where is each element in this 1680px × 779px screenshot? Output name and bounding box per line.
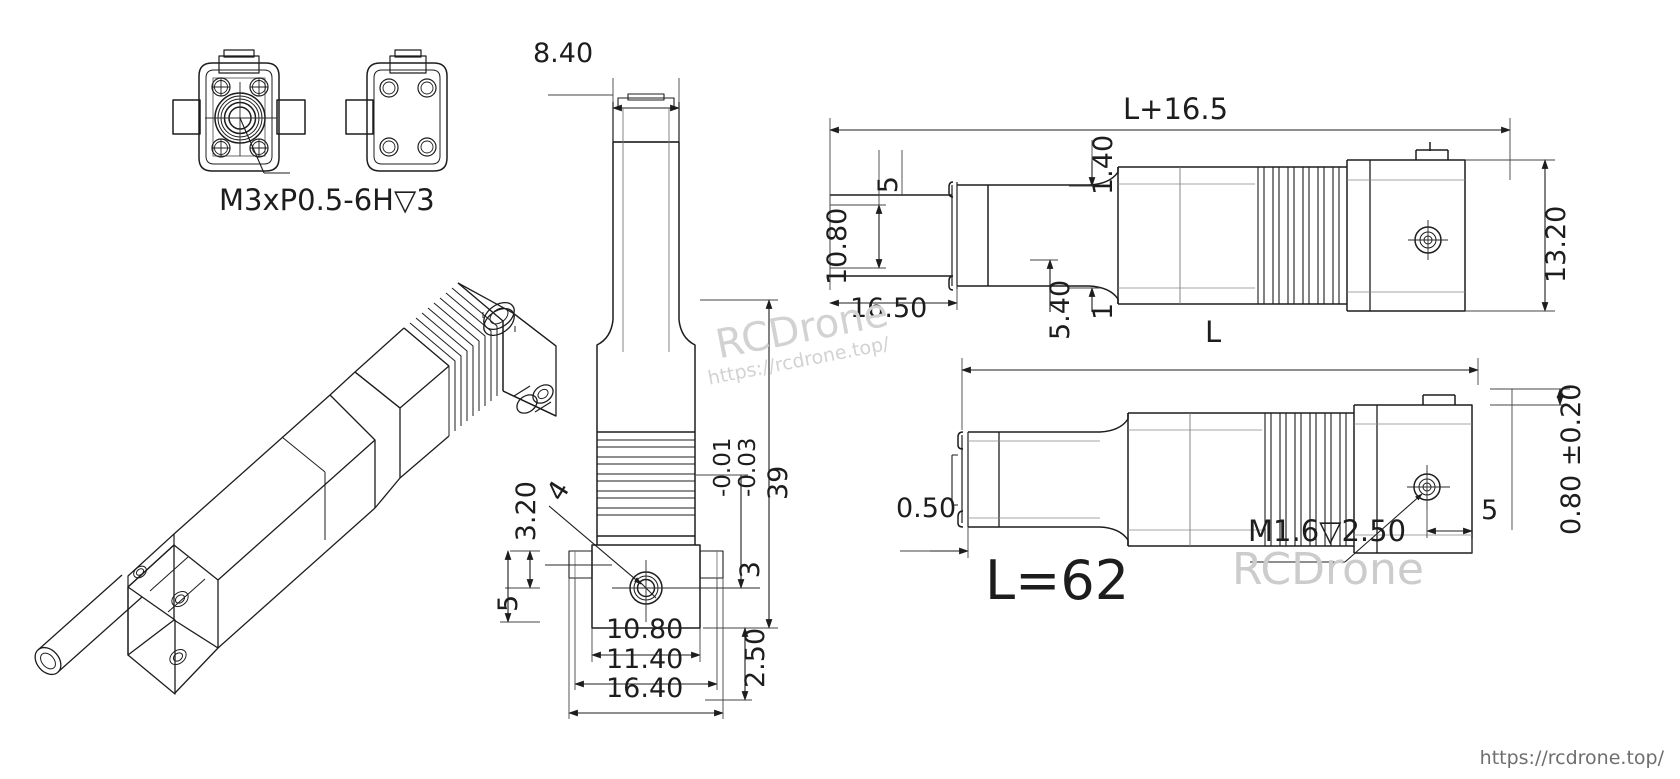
dim-10-80-bottom: 10.80 xyxy=(606,614,684,645)
length-note: L=62 xyxy=(985,549,1130,612)
side-view-top-geometry xyxy=(829,118,1555,312)
dim-phi-3: 3 xyxy=(735,561,766,585)
dim-8-40: 8.40 xyxy=(533,38,594,69)
dim-5-left: 5 xyxy=(493,594,524,612)
thread-callout-bottom: M1.6▽2.50 xyxy=(1248,514,1407,548)
dim-L: L xyxy=(1205,315,1222,349)
side-view-bottom-geometry xyxy=(900,358,1570,563)
dim-phi-5: 5 xyxy=(873,176,904,200)
dim-13-20: 13.20 xyxy=(1541,205,1572,283)
dim-0-50: 0.50 xyxy=(896,493,957,524)
dim-3-20: 3.20 xyxy=(511,481,542,548)
dim-10-80-left: 10.80 xyxy=(822,207,853,285)
tol-lower: -0.03 xyxy=(735,437,761,497)
dim-1-40: 1.40 xyxy=(1088,134,1119,195)
dim-0-80-tol: 0.80 ±0.20 xyxy=(1556,383,1587,535)
dim-5-40: 5.40 xyxy=(1045,279,1076,340)
thread-callout-top: M3xP0.5-6H▽3 xyxy=(219,183,435,217)
dim-2-50: 2.50 xyxy=(740,627,771,688)
dim-1: 1 xyxy=(1088,302,1119,320)
dim-11-40: 11.40 xyxy=(606,644,684,675)
tol-upper: -0.01 xyxy=(710,437,736,497)
dim-5-right: 5 xyxy=(1481,495,1499,526)
end-view-rear-geometry xyxy=(345,49,448,172)
front-elevation-geometry xyxy=(500,78,778,719)
dim-39: 39 xyxy=(763,465,794,500)
dim-L-plus-16-5: L+16.5 xyxy=(1123,92,1229,126)
isometric-view-geometry xyxy=(34,282,557,695)
dim-16-50: 16.50 xyxy=(850,293,928,324)
dim-16-40: 16.40 xyxy=(606,673,684,704)
footer-url: https://rcdrone.top/ xyxy=(1479,747,1664,769)
end-view-front-geometry xyxy=(172,49,306,174)
